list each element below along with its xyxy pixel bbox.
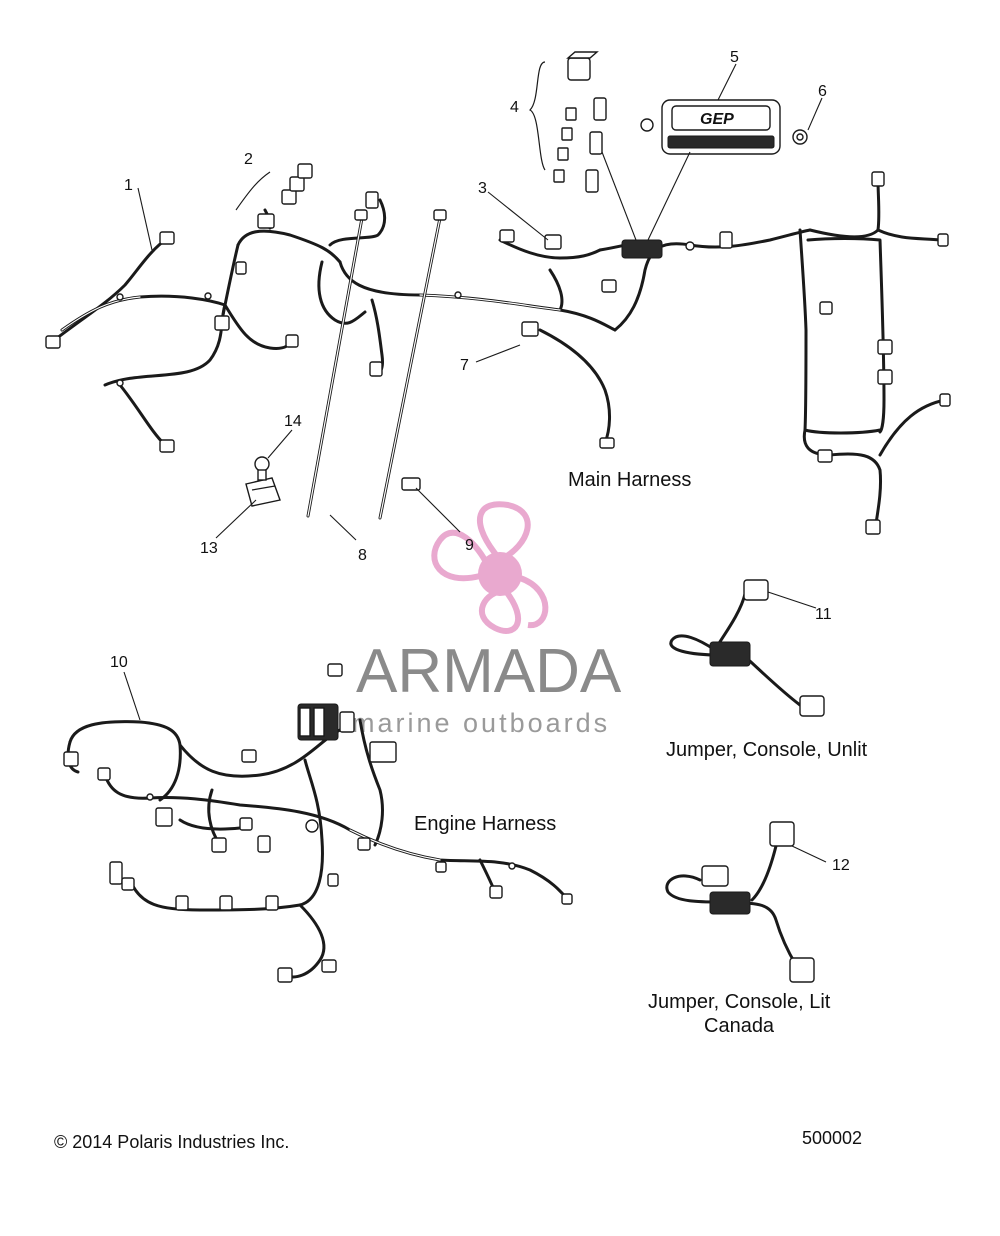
fuse-box-logo: GEP [700,111,734,128]
part-9-cable-tie-mount [378,209,447,520]
label-jumper-unlit: Jumper, Console, Unlit [666,739,868,761]
callout-1: 1 [124,177,133,194]
callout-13: 13 [200,540,218,557]
callout-2: 2 [244,151,253,168]
watermark-propeller-logo [431,501,549,634]
callout-7: 7 [460,357,469,374]
diagram-number: 500002 [802,1128,862,1148]
callout-leaders [123,63,827,863]
callout-9: 9 [465,537,474,554]
callout-11: 11 [815,606,832,623]
label-jumper-lit: Jumper, Console, Lit [648,991,831,1013]
part-2-terminals [235,163,313,211]
part-1-harness [45,231,299,453]
engine-harness [63,663,573,983]
callout-8: 8 [358,547,367,564]
part-4-relays-fuses [528,51,607,193]
part-13-clip [245,477,281,507]
callout-12: 12 [832,857,850,874]
label-jumper-lit-canada: Canada [704,1015,775,1037]
callout-10: 10 [110,654,128,671]
main-harness [214,191,812,449]
watermark-brand: ARMADA [356,637,622,706]
callout-4: 4 [510,99,519,116]
callout-3: 3 [478,180,487,197]
part-8-cable-tie [306,209,368,518]
part-5-fuse-box: GEP [661,99,781,155]
callout-6: 6 [818,83,827,100]
label-engine-harness: Engine Harness [414,813,556,835]
part-14-screw [254,456,270,481]
watermark-tagline: marine outboards [352,708,610,738]
copyright-notice: © 2014 Polaris Industries Inc. [54,1132,289,1152]
callout-5: 5 [730,49,739,66]
part-6-nut [640,118,808,145]
part-11-jumper-unlit [669,579,825,717]
part-12-jumper-lit [665,821,815,983]
main-harness-right-branch [798,171,951,535]
callout-14: 14 [284,413,302,430]
label-main-harness: Main Harness [568,469,691,491]
